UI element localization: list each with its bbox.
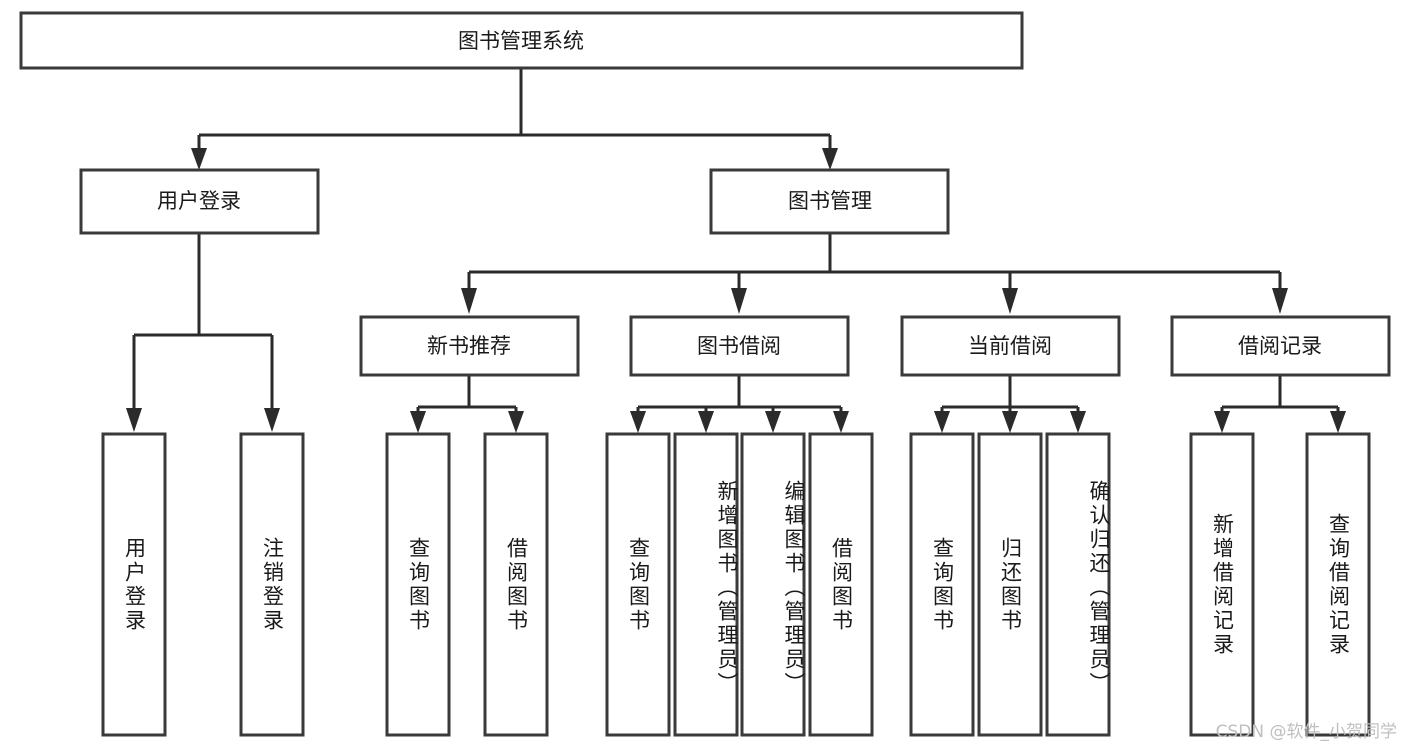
arrow-head-bb-leaf-4 (833, 411, 849, 433)
arrow-head-bb-leaf-2 (698, 411, 714, 433)
arrow-head-cb-leaf-1 (934, 411, 950, 433)
arrow-head-leaf-user-login (126, 408, 142, 432)
arrow-head-br-leaf-2 (1330, 411, 1346, 433)
arrow-head-cb-leaf-2 (1002, 411, 1018, 433)
node-box-leaf-nb-query[interactable] (385, 432, 451, 737)
arrow-head-bb-leaf-3 (765, 411, 781, 433)
arrow-head-nb-leaf-2 (508, 411, 524, 433)
node-label-book-manage: 图书管理 (788, 189, 872, 213)
arrow-head-current-borrow (1002, 288, 1018, 314)
node-box-leaf-br-query[interactable] (1305, 432, 1371, 737)
node-box-leaf-logout[interactable] (239, 432, 305, 737)
arrow-head-br-leaf-1 (1214, 411, 1230, 433)
node-box-leaf-br-add[interactable] (1189, 432, 1255, 737)
node-box-leaf-nb-borrow[interactable] (483, 432, 549, 737)
arrow-head-borrow-records (1272, 288, 1288, 314)
node-box-leaf-cb-query[interactable] (909, 432, 975, 737)
node-box-leaf-bb-borrow[interactable] (808, 432, 874, 737)
arrow-head-new-book-recommend (461, 288, 477, 314)
node-label-book-borrow: 图书借阅 (697, 334, 781, 358)
node-box-leaf-cb-return[interactable] (977, 432, 1043, 737)
node-box-new-book-recommend[interactable] (359, 315, 580, 377)
arrow-head-book-manage (822, 148, 838, 170)
arrow-head-nb-leaf-1 (410, 411, 426, 433)
node-label-current-borrow: 当前借阅 (968, 334, 1052, 358)
node-box-leaf-bb-add[interactable] (673, 432, 739, 737)
arrow-head-leaf-logout (264, 408, 280, 432)
node-label-root: 图书管理系统 (458, 29, 584, 53)
node-box-borrow-records[interactable] (1170, 315, 1391, 377)
node-label-borrow-records: 借阅记录 (1238, 334, 1322, 358)
node-layer: 图书管理系统 用户登录 图书管理 新书推荐 图书借阅 当前借阅 借阅记录 (19, 11, 1391, 737)
arrow-head-bb-leaf-1 (630, 411, 646, 433)
node-box-leaf-cb-confirm[interactable] (1045, 432, 1111, 737)
connector-layer (126, 68, 1346, 433)
node-box-root[interactable] (19, 11, 1024, 70)
node-label-new-book-recommend: 新书推荐 (427, 334, 511, 358)
node-box-book-manage[interactable] (709, 168, 950, 235)
node-box-leaf-bb-query[interactable] (605, 432, 671, 737)
node-box-leaf-bb-edit[interactable] (740, 432, 806, 737)
arrow-head-cb-leaf-3 (1070, 411, 1086, 433)
node-box-leaf-user-login[interactable] (101, 432, 167, 737)
node-box-book-borrow[interactable] (629, 315, 850, 377)
arrow-head-book-borrow (731, 288, 747, 314)
arrow-head-user-login (191, 148, 207, 170)
node-box-current-borrow[interactable] (900, 315, 1121, 377)
node-label-user-login: 用户登录 (157, 189, 241, 213)
node-box-user-login[interactable] (79, 168, 320, 235)
